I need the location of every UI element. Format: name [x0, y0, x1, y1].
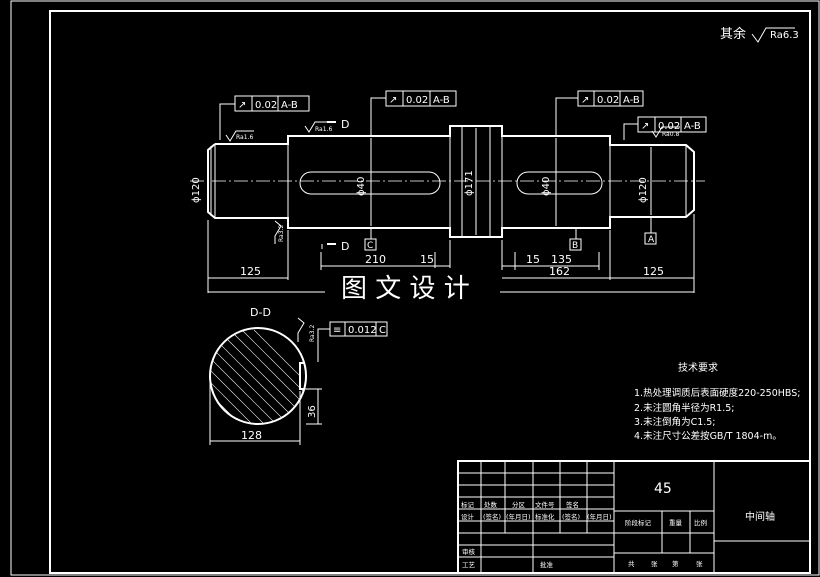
tol-value: 0.012 — [348, 325, 377, 336]
tb-header: (签名) — [562, 512, 580, 521]
dim-125: 125 — [240, 265, 261, 278]
tol-datum: A-B — [281, 100, 298, 111]
keyway-left — [299, 171, 441, 195]
dim-135: 135 — [551, 253, 572, 266]
tb-stage: 阶段标记 — [625, 518, 652, 527]
tb-sheet-label: 张 — [651, 559, 658, 568]
tb-process: 工艺 — [462, 561, 476, 569]
tech-req-item: 2.未注圆角半径为R1.5; — [634, 402, 734, 414]
dim-15: 15 — [420, 253, 434, 266]
tech-req-item: 1.热处理调质后表面硬度220-250HBS; — [634, 387, 800, 399]
tb-weight: 重量 — [669, 519, 683, 527]
roughness-mark: Ra3.2 — [297, 317, 316, 342]
roughness-prefix: 其余 — [720, 26, 746, 42]
tb-header: (年月日) — [587, 512, 612, 521]
tol-datum: A-B — [623, 95, 640, 106]
outer-frame — [10, 0, 820, 576]
tb-approve: 批准 — [540, 560, 554, 569]
tb-header: 标记 — [461, 500, 475, 509]
tolerance-frame-2: ↗ 0.02 A-B — [370, 90, 457, 136]
svg-text:A: A — [648, 235, 655, 245]
tb-header: (签名) — [483, 512, 501, 521]
section-dimensions — [209, 328, 330, 445]
tb-sheets-total: 共 — [628, 559, 635, 568]
tb-header: 处数 — [484, 500, 498, 509]
watermark: 图 文 设 计 — [341, 274, 470, 304]
tb-header: 分区 — [512, 500, 526, 509]
default-roughness: 其余 Ra6.3 — [720, 26, 799, 43]
diameter-label-2: ϕ40 — [356, 177, 367, 196]
tol-symbol-icon: ↗ — [641, 121, 649, 132]
diameter-label-3: ϕ171 — [464, 170, 475, 196]
diameter-label-4: ϕ40 — [541, 177, 552, 196]
tech-req-item: 4.未注尺寸公差按GB/T 1804-m。 — [634, 430, 782, 442]
datum-marker-c: C — [364, 228, 377, 251]
datum-marker-a: A — [644, 217, 657, 245]
dim-125: 125 — [643, 265, 664, 278]
dim-162: 162 — [549, 265, 570, 278]
keyway-right — [516, 171, 603, 195]
length-dimensions — [207, 214, 695, 293]
tolerance-frame-1: ↗ 0.02 A-B — [219, 95, 310, 140]
tb-sheet-no: 第 — [672, 559, 679, 568]
tb-scale: 比例 — [694, 518, 707, 527]
tol-datum: A-B — [684, 121, 701, 132]
section-marker-top: D — [327, 118, 349, 131]
tol-symbol-icon: ↗ — [238, 100, 246, 111]
roughness-value: Ra0.8 — [662, 131, 679, 138]
symmetry-tolerance: ≡ 0.012 C — [329, 321, 388, 337]
title-block — [457, 460, 811, 574]
diameter-dim-lines — [210, 128, 652, 235]
diameter-label-1: ϕ120 — [191, 177, 202, 203]
dim-128: 128 — [241, 429, 262, 442]
roughness-value: Ra3.2 — [278, 225, 285, 242]
datum-marker-b: B — [569, 228, 582, 251]
svg-text:B: B — [572, 241, 578, 251]
tech-requirements: 技术要求 1.热处理调质后表面硬度220-250HBS; 2.未注圆角半径为R1… — [634, 361, 800, 442]
roughness-value: Ra3.2 — [309, 325, 316, 342]
roughness-symbol-icon — [751, 27, 795, 43]
tb-header: (年月日) — [506, 512, 531, 521]
symmetry-icon: ≡ — [333, 325, 341, 336]
tb-review: 审核 — [462, 547, 476, 556]
tol-datum: A-B — [433, 95, 450, 106]
section-marker-bottom: D — [321, 240, 349, 253]
roughness-mark: Ra1.6 — [304, 121, 333, 133]
dim-210: 210 — [365, 253, 386, 266]
roughness-value: Ra1.6 — [236, 134, 253, 141]
tol-value: 0.02 — [597, 95, 619, 106]
roughness-mark: Ra0.8 — [651, 126, 680, 138]
section-title: D-D — [250, 306, 271, 319]
svg-text:D: D — [341, 240, 349, 253]
dim-36: 36 — [307, 405, 318, 418]
tb-header: 设计 — [461, 512, 475, 521]
roughness-mark: Ra3.2 — [274, 220, 285, 244]
diameter-label-5: ϕ120 — [638, 177, 649, 203]
tol-symbol-icon: ↗ — [389, 95, 397, 106]
shaft-outline — [207, 125, 695, 238]
tech-req-title: 技术要求 — [678, 361, 718, 374]
tol-datum: C — [379, 325, 386, 336]
tech-req-item: 3.未注倒角为C1.5; — [634, 416, 716, 428]
roughness-default-value: Ra6.3 — [770, 30, 799, 41]
watermark-bg — [326, 268, 496, 304]
inner-frame — [49, 10, 811, 574]
tb-header: 文件号 — [535, 500, 555, 509]
roughness-mark: Ra1.6 — [225, 130, 254, 142]
tolerance-frame-3: ↗ 0.02 A-B — [555, 90, 644, 136]
title-material: 45 — [654, 481, 672, 497]
tb-header: 标准化 — [535, 512, 555, 521]
title-part-name: 中间轴 — [745, 510, 775, 523]
tol-value: 0.02 — [406, 95, 428, 106]
dim-15: 15 — [526, 253, 540, 266]
tol-value: 0.02 — [255, 100, 277, 111]
tb-sheet-label2: 张 — [696, 559, 703, 568]
tb-header: 签名 — [566, 500, 579, 509]
svg-text:D: D — [341, 118, 349, 131]
svg-text:C: C — [367, 241, 373, 251]
roughness-value: Ra1.6 — [315, 126, 332, 133]
tol-symbol-icon: ↗ — [581, 95, 589, 106]
